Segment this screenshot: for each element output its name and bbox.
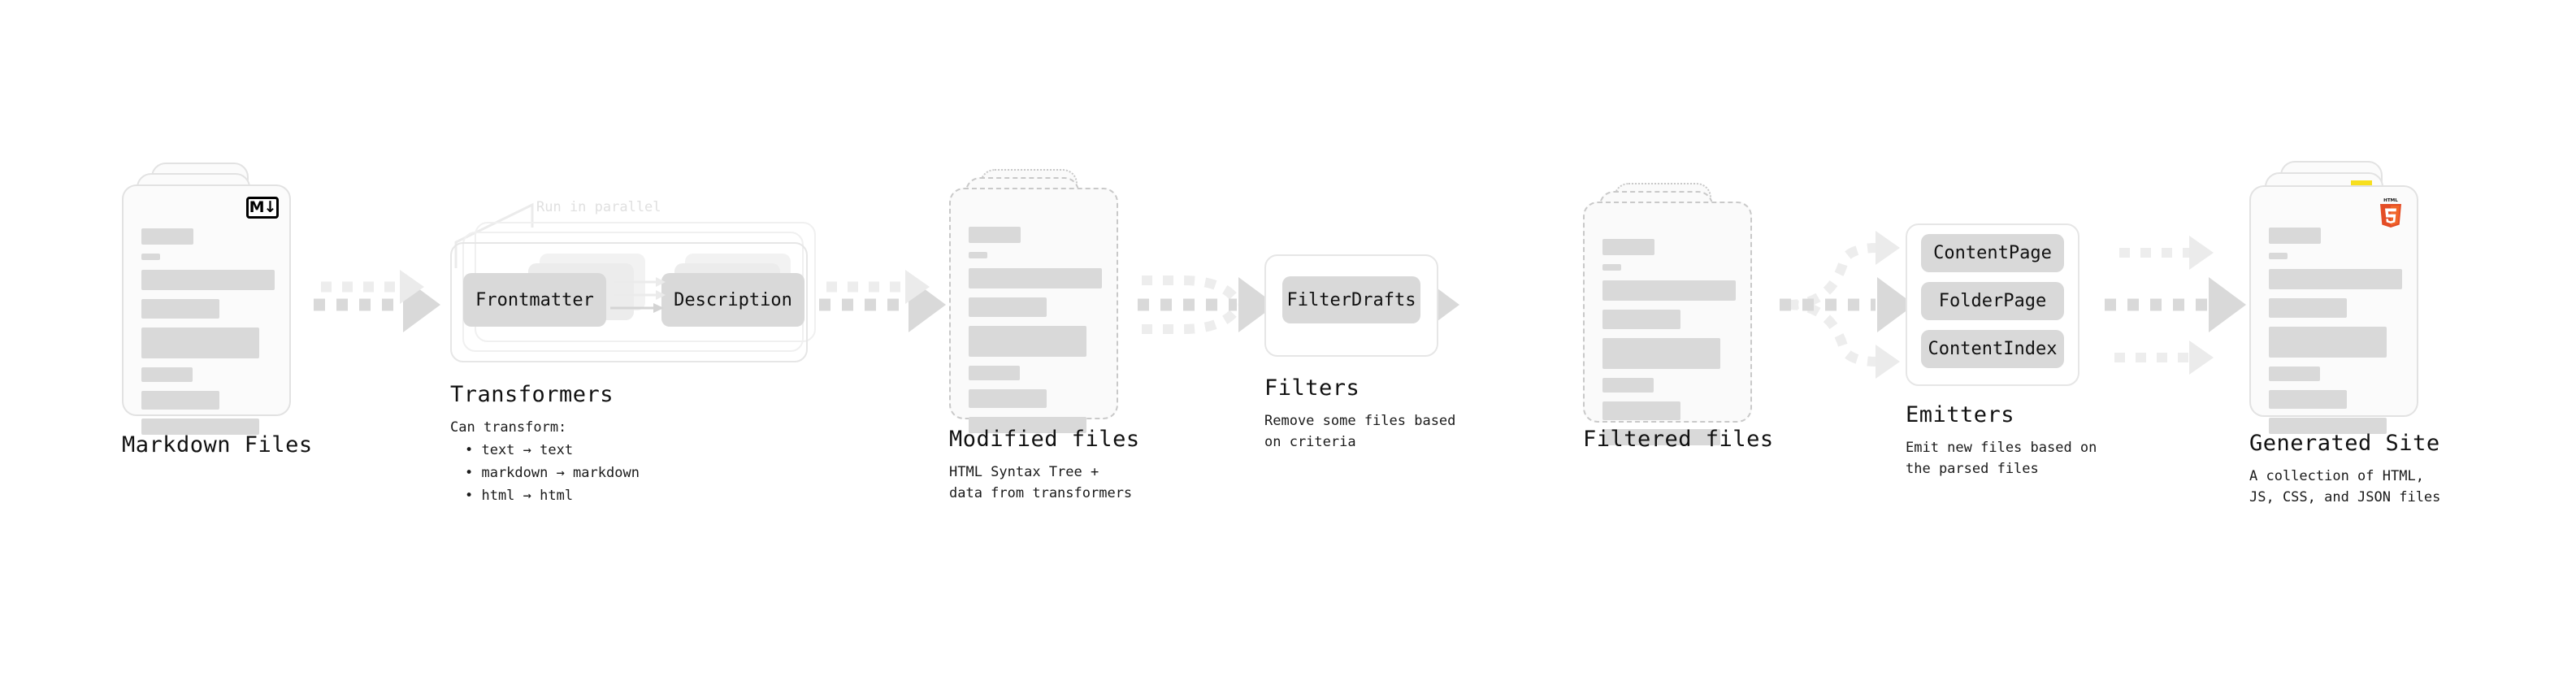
generated-site-title: Generated Site: [2249, 431, 2440, 456]
arrow-filtered-to-emitters: [1780, 231, 1915, 379]
filtered-files-title: Filtered files: [1583, 427, 1774, 452]
filters-caption: Remove some files based on criteria: [1264, 413, 1456, 451]
doc-line: [2269, 390, 2347, 409]
filtered-card-lines: [1602, 239, 1736, 454]
markdown-badge: M↓: [246, 197, 279, 219]
doc-line: [969, 389, 1047, 408]
transformers-title: Transformers: [450, 382, 614, 407]
transformer-chip-frontmatter-label: Frontmatter: [475, 289, 594, 310]
generated-card-front: HTML: [2249, 185, 2418, 434]
filter-chip-filterdrafts[interactable]: FilterDrafts: [1282, 276, 1420, 323]
doc-line: [969, 417, 1086, 433]
generated-site-caption: A collection of HTML, JS, CSS, and JSON …: [2249, 468, 2441, 506]
doc-line: [1602, 401, 1680, 420]
doc-line: [1602, 310, 1680, 329]
arrow-modified-to-filters: [1138, 275, 1276, 334]
doc-line: [969, 252, 987, 258]
arrow-markdown-to-transformers: [314, 270, 440, 332]
transformers-bullet-markdown: • markdown → markdown: [465, 465, 640, 481]
filter-chip-filterdrafts-label: FilterDrafts: [1286, 289, 1416, 310]
doc-line: [969, 227, 1021, 243]
doc-line: [969, 326, 1086, 357]
doc-line: [1602, 239, 1654, 255]
doc-line: [141, 367, 193, 382]
markdown-card-lines: [141, 228, 275, 444]
doc-line: [1602, 338, 1720, 369]
transformers-box: [450, 242, 808, 362]
run-in-parallel-bracket: [454, 202, 534, 268]
doc-line: [2269, 298, 2347, 318]
doc-line: [1602, 429, 1720, 445]
emitter-chip-contentpage-label: ContentPage: [1933, 243, 2052, 263]
markdown-card-front: M↓: [122, 184, 291, 435]
transformers-bullet-text: • text → text: [465, 442, 574, 458]
doc-line: [141, 391, 219, 410]
doc-line: [2269, 253, 2288, 259]
markdown-badge-label: M↓: [249, 198, 277, 216]
emitter-chip-contentindex-label: ContentIndex: [1928, 339, 2058, 359]
transformer-inner-arrows: [610, 277, 666, 313]
run-in-parallel-label: Run in parallel: [536, 199, 661, 215]
emitter-chip-contentindex[interactable]: ContentIndex: [1921, 330, 2064, 368]
doc-line: [1602, 264, 1621, 271]
doc-line: [969, 366, 1020, 380]
doc-line: [141, 299, 219, 319]
doc-line: [2269, 367, 2320, 381]
html5-badge: HTML: [2376, 196, 2405, 228]
markdown-files-title: Markdown Files: [122, 432, 313, 458]
emitter-chip-folderpage[interactable]: FolderPage: [1921, 282, 2064, 320]
transformer-chip-description-label: Description: [674, 289, 792, 310]
transformers-bullet-html: • html → html: [465, 488, 574, 504]
doc-line: [141, 327, 259, 358]
generated-card-lines: [2269, 228, 2402, 443]
arrow-transformers-to-modified: [819, 270, 946, 332]
doc-line: [141, 228, 193, 245]
emitter-chip-contentpage[interactable]: ContentPage: [1921, 234, 2064, 272]
transformer-chip-frontmatter[interactable]: Frontmatter: [463, 273, 606, 327]
doc-line: [1602, 378, 1654, 393]
svg-text:HTML: HTML: [2383, 198, 2398, 203]
doc-line: [1602, 280, 1736, 301]
doc-line: [141, 419, 259, 435]
emitters-title: Emitters: [1906, 402, 2015, 427]
modified-files-title: Modified files: [949, 427, 1140, 452]
modified-card-lines: [969, 227, 1102, 442]
doc-line: [141, 254, 160, 260]
modified-card-front: [949, 188, 1118, 433]
doc-line: [2269, 228, 2321, 244]
emitters-caption: Emit new files based on the parsed files: [1906, 440, 2097, 478]
transformers-caption-heading: Can transform:: [450, 419, 567, 436]
doc-line: [969, 268, 1102, 288]
filtered-card-front: [1583, 202, 1752, 445]
doc-line: [2269, 327, 2387, 358]
doc-line: [969, 297, 1047, 317]
doc-line: [2269, 418, 2387, 434]
modified-files-caption: HTML Syntax Tree + data from transformer…: [949, 464, 1133, 502]
emitter-chip-folderpage-label: FolderPage: [1938, 291, 2047, 311]
transformers-group: Frontmatter Description: [439, 195, 829, 362]
arrow-emitters-to-site: [2105, 236, 2246, 375]
doc-line: [141, 270, 275, 290]
transformer-chip-description[interactable]: Description: [661, 273, 804, 327]
doc-line: [2269, 269, 2402, 289]
filters-title: Filters: [1264, 375, 1360, 401]
